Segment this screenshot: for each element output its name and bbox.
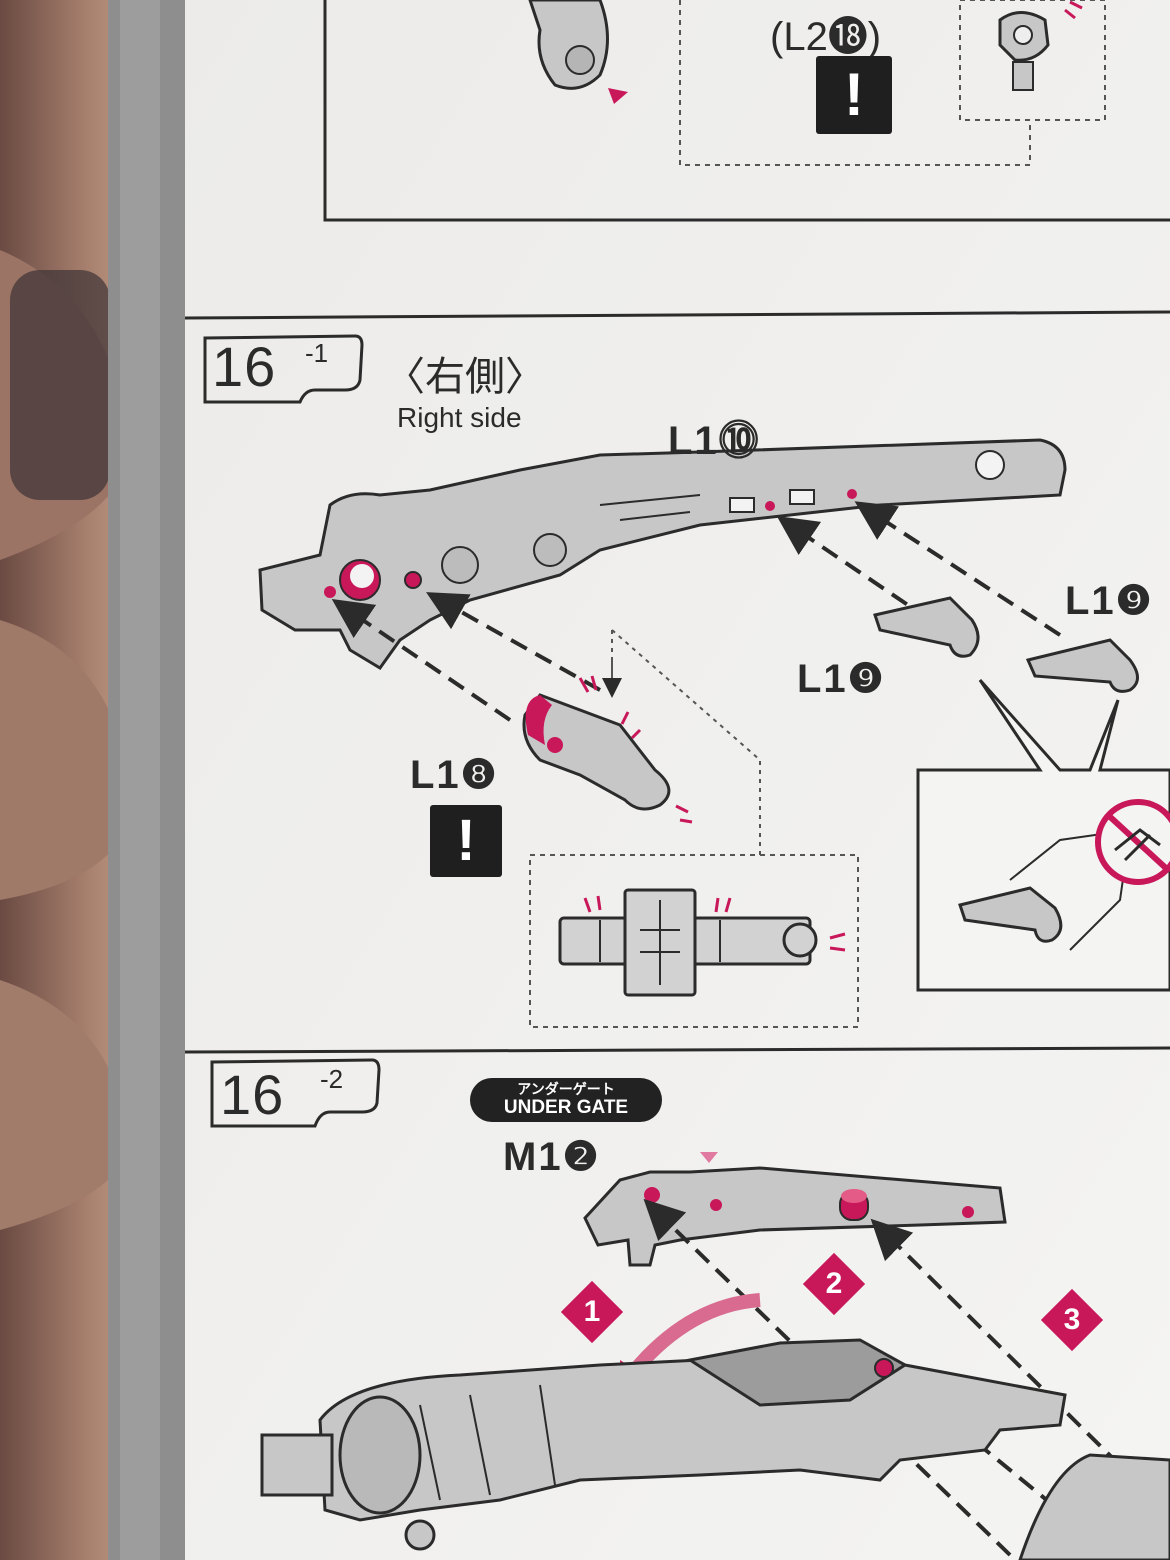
step-16-1-title-jp: 〈右側〉 <box>385 355 545 399</box>
step-16-2-box <box>210 1058 381 1128</box>
step-16-1-number: 16 <box>212 335 277 398</box>
order-badge-1: 1 <box>560 1280 624 1344</box>
part-label-l1-9-b: L1❾ <box>1065 579 1154 623</box>
part-label-l1-10: L1⓾ <box>668 419 761 463</box>
step-16-1-box <box>203 334 364 404</box>
weapon-body <box>318 1343 1067 1522</box>
top-part-label: (L2⓲) <box>770 15 882 59</box>
under-gate-badge: アンダーゲート UNDER GATE <box>470 1078 662 1122</box>
part-label-l1-9-a: L1❾ <box>797 657 886 701</box>
gate-marker <box>700 1152 718 1163</box>
order-badge-2: 2 <box>802 1252 866 1316</box>
part-label-l1-8: L1❽ <box>410 753 499 797</box>
order-badge-3: 3 <box>1040 1288 1104 1352</box>
plate-part-l1-9-a <box>873 596 980 658</box>
frame-part-l1-10 <box>258 438 1067 670</box>
rotate-arrow <box>629 1293 761 1375</box>
rod-detail-inset <box>529 854 859 1028</box>
step-16-1-title-en: Right side <box>397 402 522 433</box>
step-16-1-sub: -1 <box>305 338 329 368</box>
rod-part-l1-8 <box>522 675 693 824</box>
part-m1-2 <box>583 1166 1007 1267</box>
ring <box>10 270 110 500</box>
part-label-m1-2: M1❷ <box>503 1135 601 1179</box>
step-16-2-number: 16 <box>220 1063 285 1126</box>
top-warning-icon: ! <box>816 56 892 134</box>
rod-warning-icon: ! <box>430 805 502 877</box>
under-gate-jp: アンダーゲート <box>517 1081 615 1097</box>
plate-part-l1-9-b <box>1025 638 1139 693</box>
under-gate-en: UNDER GATE <box>503 1097 629 1118</box>
step-16-2-sub: -2 <box>320 1064 344 1094</box>
